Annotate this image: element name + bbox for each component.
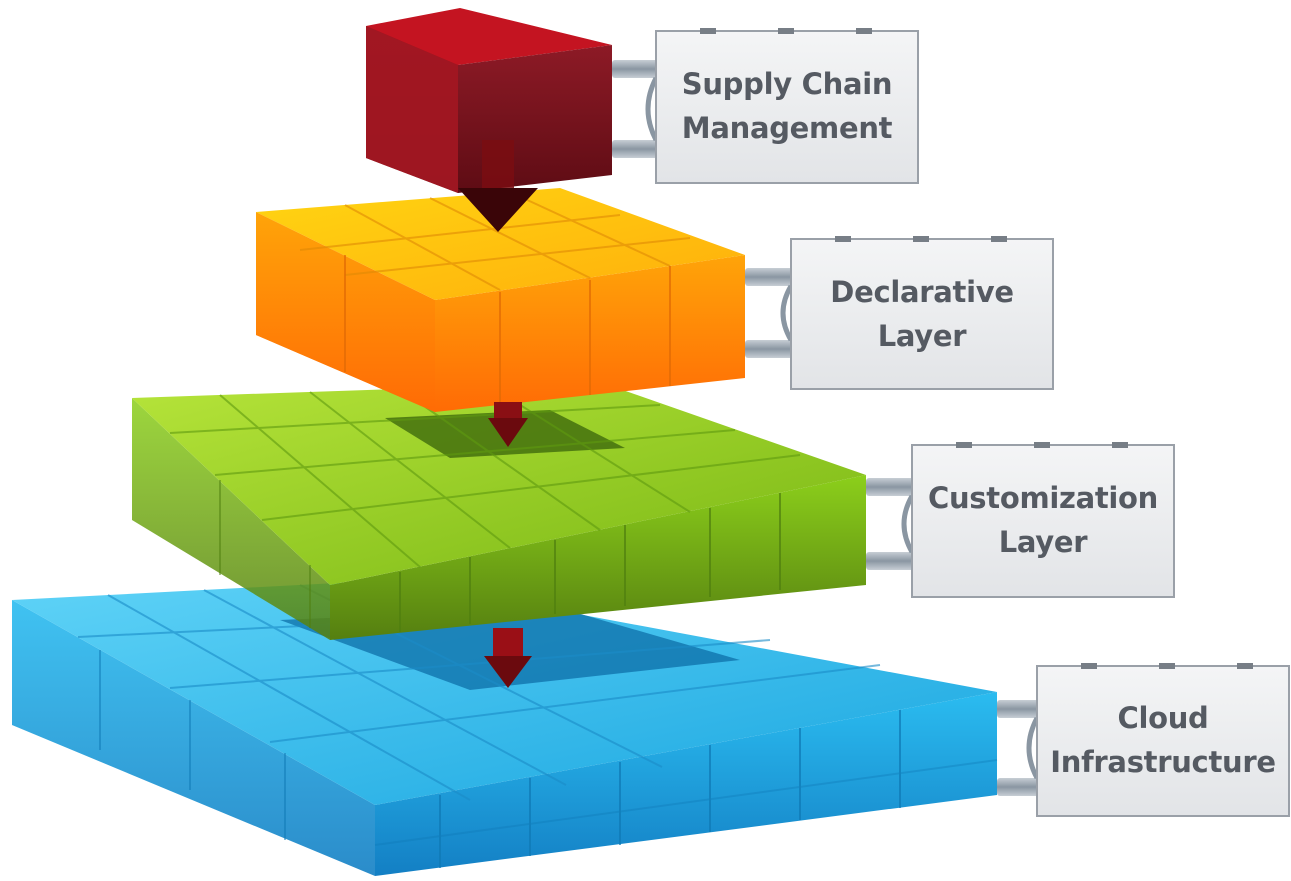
arrow-down-icon — [488, 402, 528, 447]
label-line-2: Layer — [998, 525, 1088, 559]
label-customization: Customization Layer — [912, 476, 1174, 564]
declarative-layer — [256, 188, 745, 412]
label-line-1: Customization — [927, 481, 1159, 515]
supply-chain-cube — [366, 8, 612, 193]
arrow-down-icon — [458, 140, 538, 232]
label-declarative: Declarative Layer — [791, 270, 1053, 358]
label-line-2: Layer — [877, 319, 967, 353]
label-line-1: Cloud — [1117, 701, 1209, 735]
label-line-1: Supply Chain — [681, 67, 893, 101]
panel-customization — [866, 442, 1175, 598]
label-line-1: Declarative — [830, 275, 1014, 309]
panel-supply-chain — [612, 28, 919, 184]
flow-arrows — [458, 140, 538, 688]
panel-declarative — [745, 236, 1054, 390]
label-supply-chain: Supply Chain Management — [656, 62, 918, 150]
arrow-down-icon — [484, 628, 532, 688]
customization-layer — [132, 382, 866, 640]
label-line-2: Infrastructure — [1050, 745, 1276, 779]
label-cloud: Cloud Infrastructure — [1037, 696, 1289, 784]
label-line-2: Management — [681, 111, 893, 145]
cloud-layer — [12, 580, 998, 876]
panel-cloud — [997, 663, 1290, 817]
